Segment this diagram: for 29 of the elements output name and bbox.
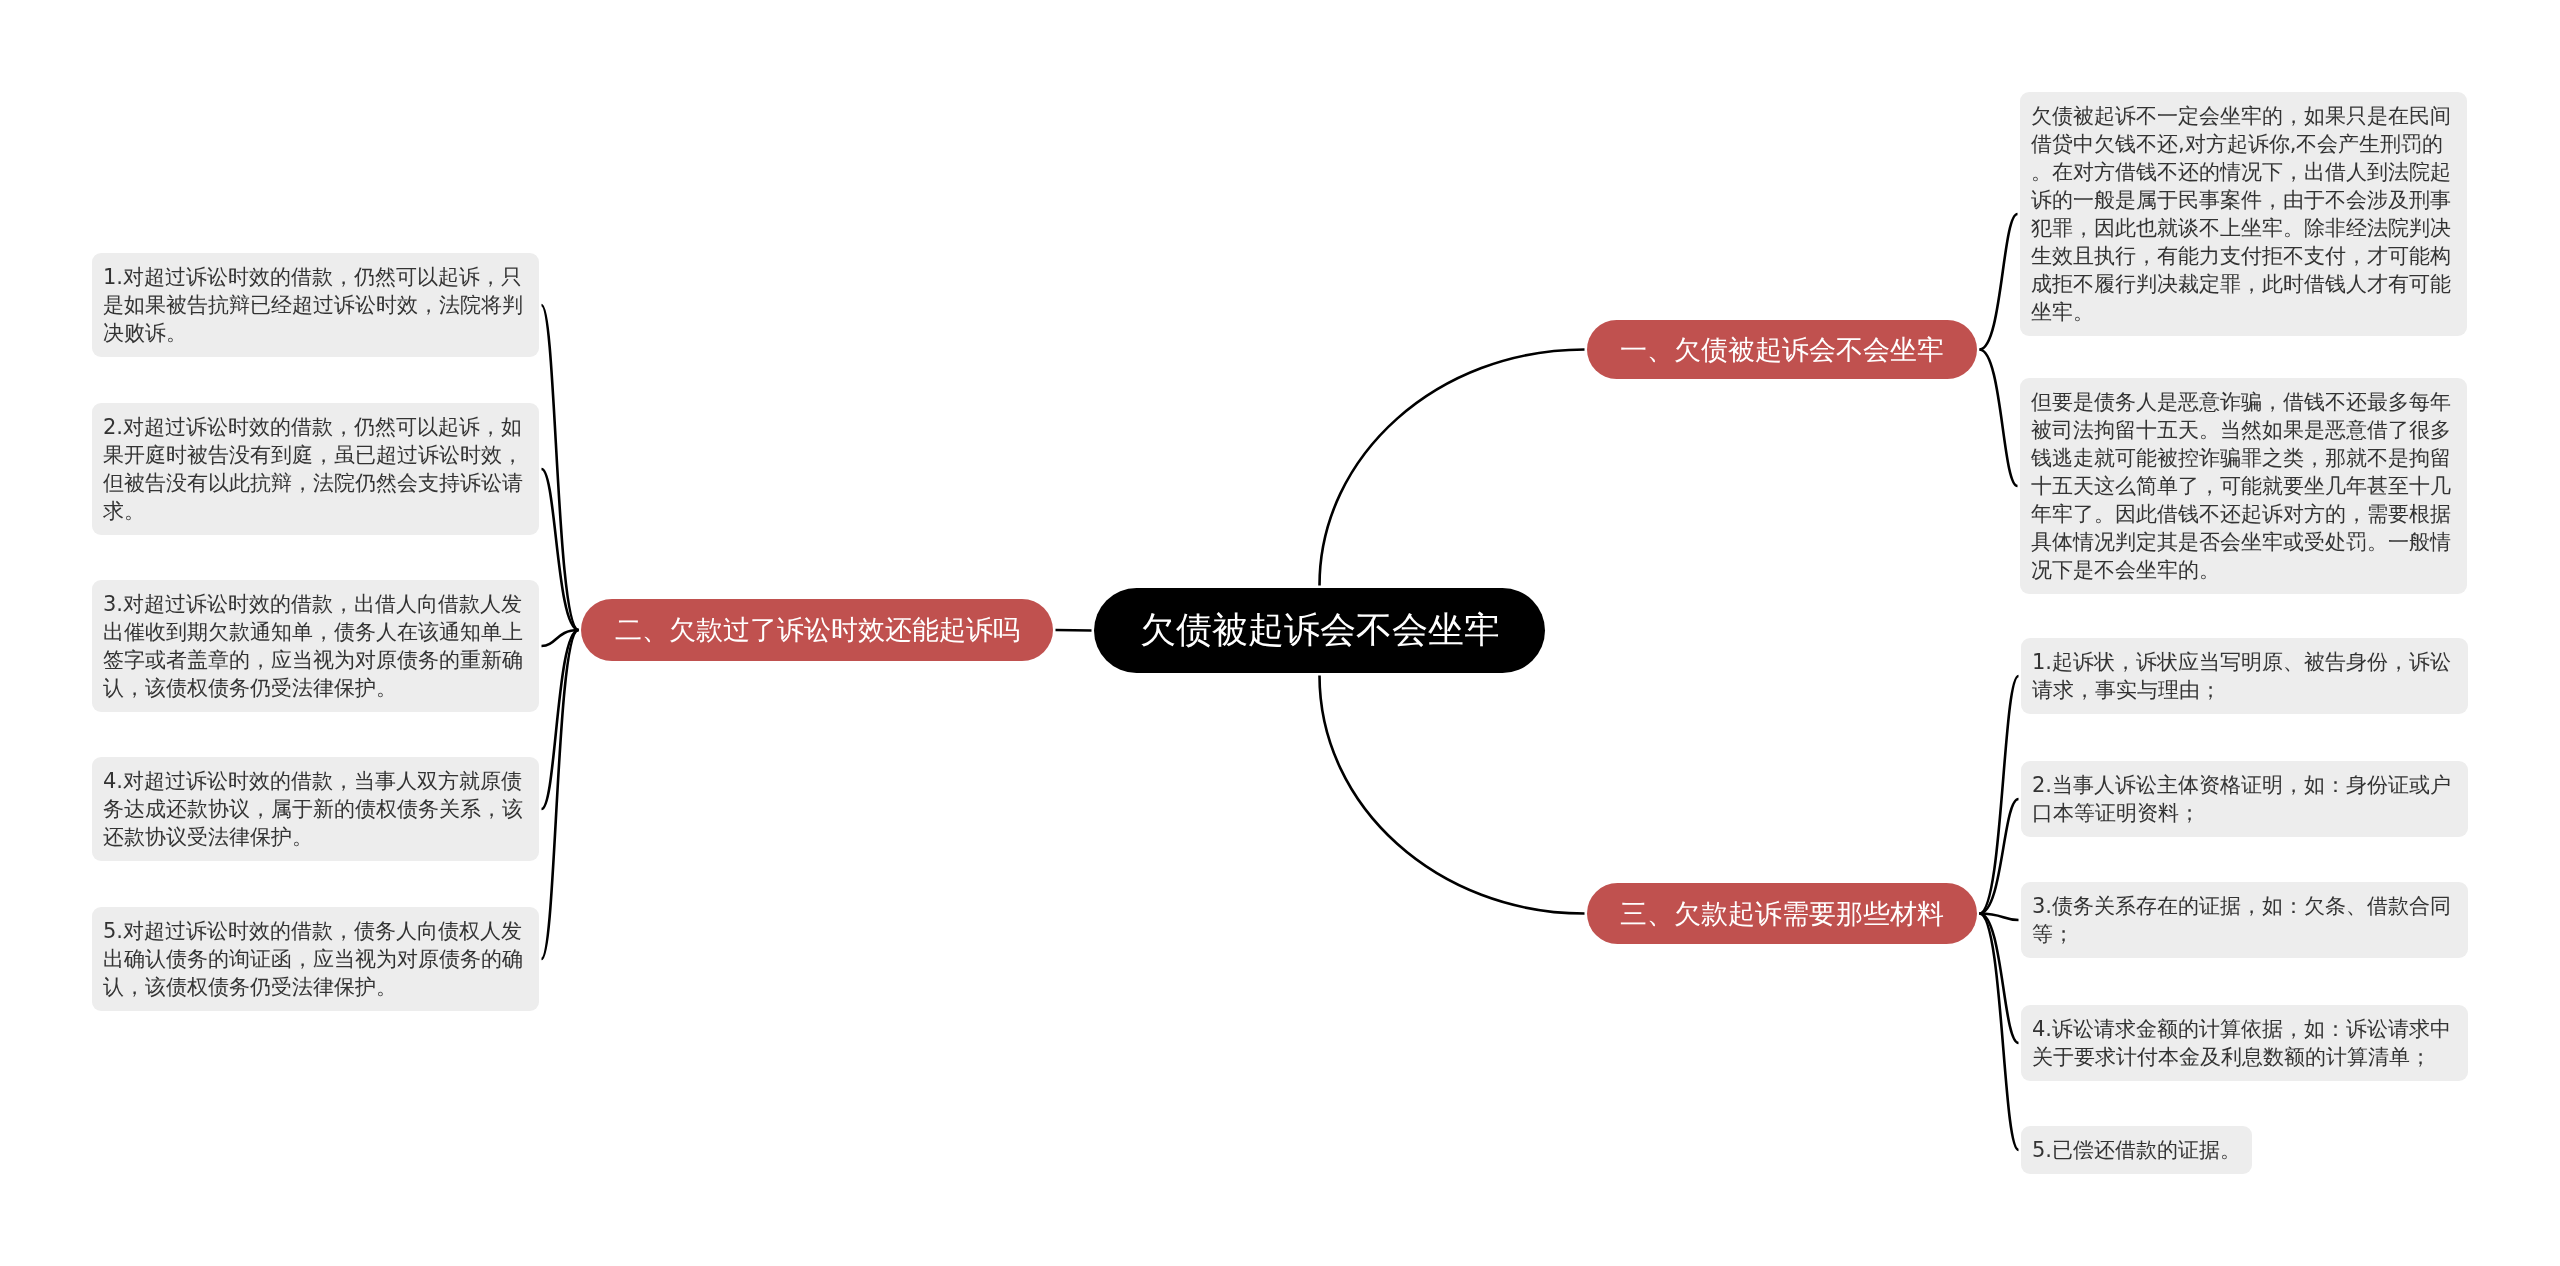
note-card: 1.起诉状，诉状应当写明原、被告身份，诉讼请求，事实与理由； [2021, 638, 2468, 714]
note-card: 4.对超过诉讼时效的借款，当事人双方就原债务达成还款协议，属于新的债权债务关系，该还款协议受法律保护。 [92, 757, 539, 861]
connector-line [1055, 628, 1092, 632]
connector-line [540, 629, 580, 960]
connector-line [1979, 797, 2020, 915]
note-card: 3.债务关系存在的证据，如：欠条、借款合同等； [2021, 882, 2468, 958]
note-card: 4.诉讼请求金额的计算依据，如：诉讼请求中关于要求计付本金及利息数额的计算清单； [2021, 1005, 2468, 1081]
connector-line [541, 628, 579, 648]
note-card: 3.对超过诉讼时效的借款，出借人向借款人发出催收到期欠款通知单，债务人在该通知单上签字或者盖章的，应当视为对原债务的重新确认，该债权债务仍受法律保护。 [92, 580, 539, 712]
branch-topic: 三、欠款起诉需要那些材料 [1587, 883, 1977, 944]
connector-line [1978, 675, 2020, 915]
note-card: 2.对超过诉讼时效的借款，仍然可以起诉，如果开庭时被告没有到庭，虽已超过诉讼时效，但被告没有以此抗辩，法院仍然会支持诉讼请求。 [92, 403, 539, 535]
central-topic: 欠债被起诉会不会坐牢 [1094, 588, 1545, 673]
note-card: 5.对超过诉讼时效的借款，债务人向债权人发出确认债务的询证函，应当视为对原债务的确认，该债权债务仍受法律保护。 [92, 907, 539, 1011]
connector-line [1318, 348, 1585, 586]
connector-line [1318, 675, 1585, 915]
note-card: 5.已偿还借款的证据。 [2021, 1126, 2253, 1174]
note-card: 欠债被起诉不一定会坐牢的，如果只是在民间借贷中欠钱不还,对方起诉你,不会产生刑罚的。在对方借钱不还的情况下，出借人到法院起诉的一般是属于民事案件，由于不会涉及刑事犯罪，因此也就谈不上坐牢。除非经法院判决生效且执行，有能力支付拒不支付，才可能构成拒不履行判决裁定罪，此时借钱人才有可能坐牢。 [2020, 92, 2467, 336]
connector-line [1978, 912, 2020, 1151]
branch-topic: 一、欠债被起诉会不会坐牢 [1587, 320, 1977, 379]
connector-line [540, 304, 580, 631]
note-card: 但要是债务人是恶意诈骗，借钱不还最多每年被司法拘留十五天。当然如果是恶意借了很多钱逃走就可能被控诈骗罪之类，那就不是拘留十五天这么简单了，可能就要坐几年甚至十几年牢了。因此借钱不还起诉对方的，需要根据具体情况判定其是否会坐牢或受处罚。一般情况下是不会坐牢的。 [2020, 378, 2467, 594]
connector-line [1979, 912, 2019, 922]
connector-line [1978, 348, 2019, 488]
connector-line [1978, 212, 2019, 351]
note-card: 2.当事人诉讼主体资格证明，如：身份证或户口本等证明资料； [2021, 761, 2468, 837]
note-card: 1.对超过诉讼时效的借款，仍然可以起诉，只是如果被告抗辩已经超过诉讼时效，法院将判决败诉。 [92, 253, 539, 357]
branch-topic: 二、欠款过了诉讼时效还能起诉吗 [581, 599, 1053, 661]
connector-line [540, 468, 580, 632]
